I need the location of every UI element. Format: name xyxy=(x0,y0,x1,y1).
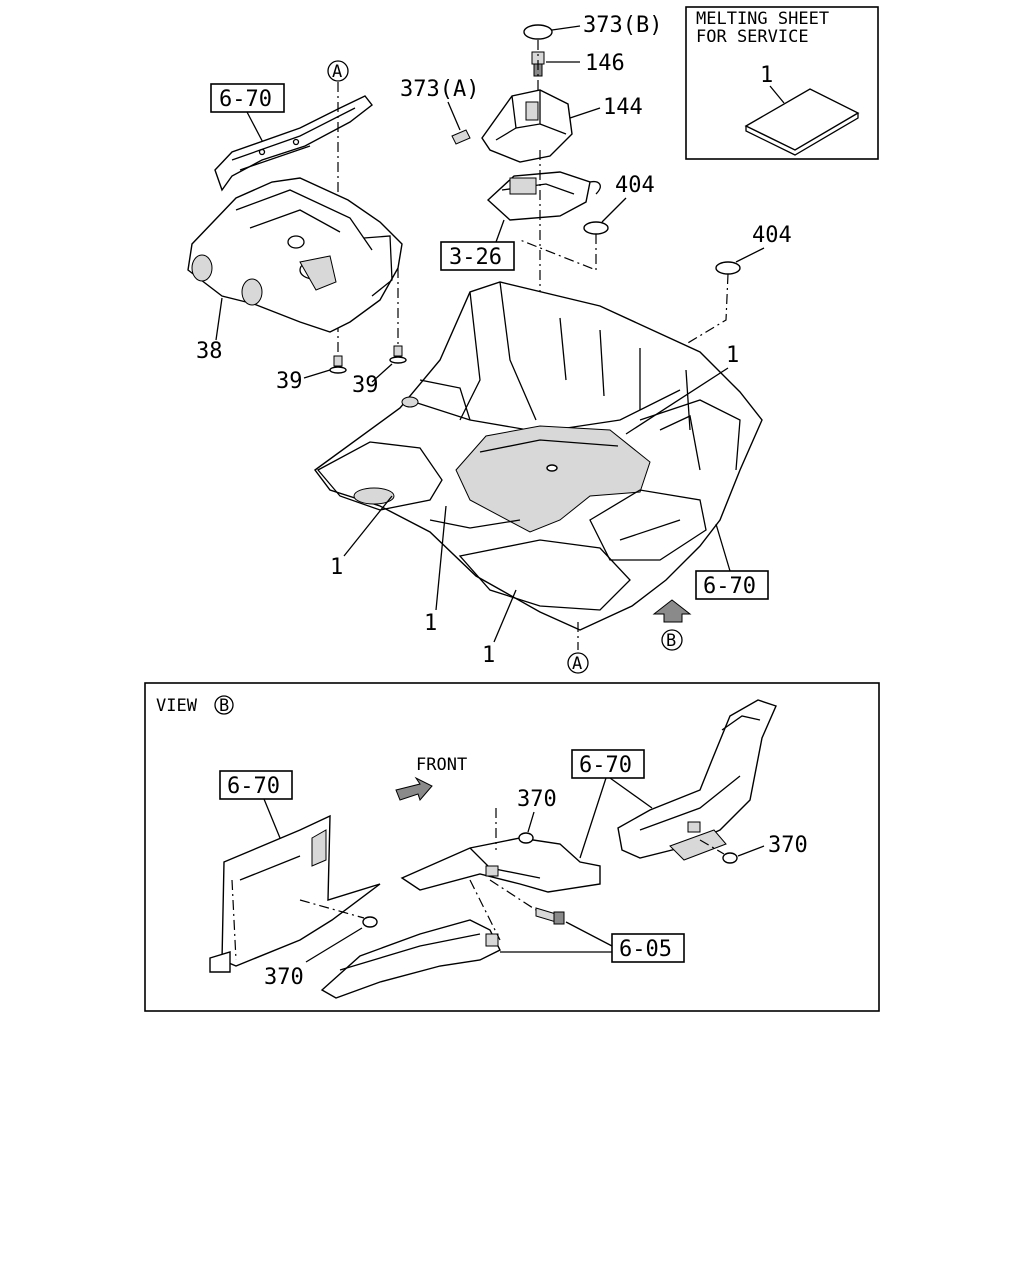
callout-1-left: 1 xyxy=(330,555,343,580)
floor-rail-lower xyxy=(320,879,501,999)
svg-text:6-70: 6-70 xyxy=(579,753,632,778)
callout-404-lower: 404 xyxy=(752,223,792,248)
svg-text:A: A xyxy=(572,654,582,674)
bolt-6-05 xyxy=(535,907,565,925)
plug-373a xyxy=(451,129,471,145)
melting-sheet-title-line2: FOR SERVICE xyxy=(696,27,809,47)
callout-370-top: 370 xyxy=(517,787,557,812)
callout-146: 146 xyxy=(585,51,625,76)
front-label: FRONT xyxy=(416,755,467,775)
callout-1-right: 1 xyxy=(726,343,739,368)
svg-text:6-70: 6-70 xyxy=(703,574,756,599)
callout-38: 38 xyxy=(196,339,223,364)
melting-sheet-panel: MELTING SHEET FOR SERVICE 1 xyxy=(685,6,879,160)
svg-text:6-70: 6-70 xyxy=(219,87,272,112)
ref-box-3-26: 3-26 xyxy=(440,241,515,271)
side-rail-member-top xyxy=(214,95,373,192)
callout-404-upper: 404 xyxy=(615,173,655,198)
plug-373b xyxy=(523,24,553,40)
marker-b: B xyxy=(661,629,683,651)
floor-pan-assembly xyxy=(314,281,763,631)
melting-sheet-part-number: 1 xyxy=(760,63,773,88)
shifter-bracket-3-26 xyxy=(486,171,601,221)
side-panel-left xyxy=(209,814,381,973)
ref-box-6-70-top: 6-70 xyxy=(210,83,285,113)
callout-144: 144 xyxy=(603,95,643,120)
shifter-housing-144 xyxy=(481,89,573,163)
callout-373b: 373(B) xyxy=(583,13,662,38)
svg-text:3-26: 3-26 xyxy=(449,245,502,270)
marker-a-bottom: A xyxy=(567,652,589,674)
grommet-404-upper xyxy=(583,221,609,235)
callout-370-right: 370 xyxy=(768,833,808,858)
floor-member-mid xyxy=(400,808,601,893)
melting-sheet-title-line1: MELTING SHEET xyxy=(696,9,829,29)
callout-370-left: 370 xyxy=(264,965,304,990)
ref-box-6-70-right: 6-70 xyxy=(695,570,769,600)
plug-370-left xyxy=(362,916,378,928)
floor-tunnel-cover xyxy=(187,177,403,333)
plug-370-top xyxy=(518,832,534,844)
callout-373a: 373(A) xyxy=(400,77,479,102)
callout-1-mid: 1 xyxy=(424,611,437,636)
bolt-39-left xyxy=(329,355,347,374)
callout-39-left: 39 xyxy=(276,369,303,394)
ref-box-6-05: 6-05 xyxy=(611,933,685,963)
view-b-marker: B xyxy=(219,696,229,716)
bolt-39-right xyxy=(389,345,407,364)
callout-1-bottom: 1 xyxy=(482,643,495,668)
front-arrow xyxy=(395,776,433,801)
ref-box-6-70-view-left: 6-70 xyxy=(219,770,293,800)
marker-a-top: A xyxy=(327,60,349,82)
view-b-arrow xyxy=(652,599,692,623)
plug-370-right xyxy=(722,852,738,864)
ref-box-6-70-view-mid: 6-70 xyxy=(571,749,645,779)
callout-39-right: 39 xyxy=(352,373,379,398)
svg-text:B: B xyxy=(666,631,676,651)
rear-member-right xyxy=(617,699,777,861)
view-b-title: VIEW xyxy=(156,696,198,716)
svg-text:6-05: 6-05 xyxy=(619,937,672,962)
grommet-404-lower xyxy=(715,261,741,275)
svg-text:A: A xyxy=(332,62,342,82)
svg-text:6-70: 6-70 xyxy=(227,774,280,799)
